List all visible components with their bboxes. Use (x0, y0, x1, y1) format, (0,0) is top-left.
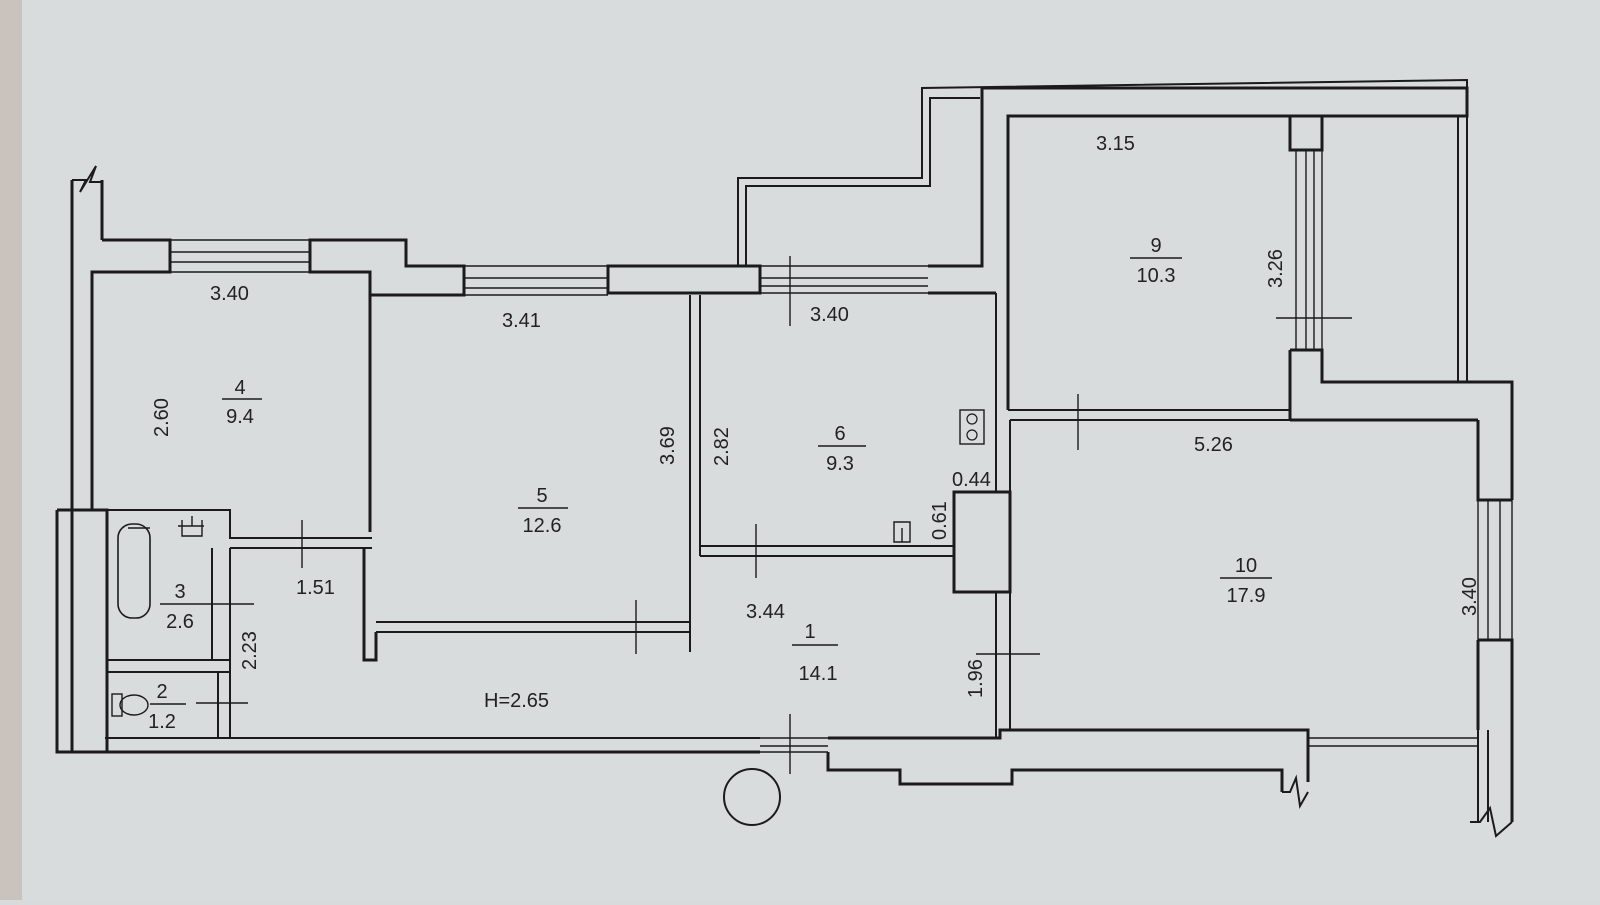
room-1-area: 14.1 (799, 663, 838, 685)
room-6-number: 6 (834, 423, 845, 445)
paper-edge (0, 0, 22, 900)
room-4-number: 4 (234, 377, 245, 399)
room-3-area: 2.6 (166, 611, 194, 633)
dim-corridor-width: 1.51 (296, 577, 335, 599)
room-9-number: 9 (1150, 235, 1161, 257)
dimension-labels: 3.40 3.41 3.40 3.15 5.26 1.51 3.44 0.44 … (151, 133, 1481, 698)
sink-icon (178, 516, 204, 537)
dim-room5-width: 3.41 (502, 310, 541, 332)
dim-niche-height: 0.61 (929, 501, 951, 540)
room-labels: 4 9.4 5 12.6 6 9.3 9 10.3 10 17.9 1 14.1… (148, 235, 1272, 733)
ceiling-height-label: H=2.65 (484, 690, 549, 712)
dim-room9-depth: 3.26 (1265, 249, 1287, 288)
fixtures (111, 409, 985, 826)
dim-room5-depth: 3.69 (657, 426, 679, 465)
room-2-number: 2 (156, 681, 167, 703)
dim-room9-width: 3.15 (1096, 133, 1135, 155)
dim-room10-depth: 3.40 (1459, 577, 1481, 616)
room-3-number: 3 (174, 581, 185, 603)
room-5-area: 12.6 (523, 515, 562, 537)
dim-room6-width: 3.40 (810, 304, 849, 326)
room-6-area: 9.3 (826, 453, 854, 475)
room-10-area: 17.9 (1227, 585, 1266, 607)
dim-room6-depth: 2.82 (711, 427, 733, 466)
opening-ticks (196, 256, 1352, 774)
toilet-icon (111, 693, 149, 717)
dim-hall-height: 1.96 (965, 659, 987, 698)
dim-bath-height: 2.23 (239, 631, 261, 670)
dim-room10-width: 5.26 (1194, 434, 1233, 456)
room-4-area: 9.4 (226, 406, 254, 428)
dim-room4-depth: 2.60 (151, 398, 173, 437)
exterior-walls (55, 78, 1514, 838)
kitchen-sink-icon (893, 521, 911, 543)
entrance-marker (723, 768, 781, 826)
room-5-number: 5 (536, 485, 547, 507)
room-1-number: 1 (804, 621, 815, 643)
dim-hall-width: 3.44 (746, 601, 785, 623)
room-10-number: 10 (1235, 555, 1257, 577)
bathtub-icon (117, 523, 151, 619)
dim-room4-width: 3.40 (210, 283, 249, 305)
room-2-area: 1.2 (148, 711, 176, 733)
stove-icon (959, 409, 985, 445)
room-9-area: 10.3 (1137, 265, 1176, 287)
interior-walls (92, 293, 1478, 752)
dim-niche-width: 0.44 (952, 469, 991, 491)
